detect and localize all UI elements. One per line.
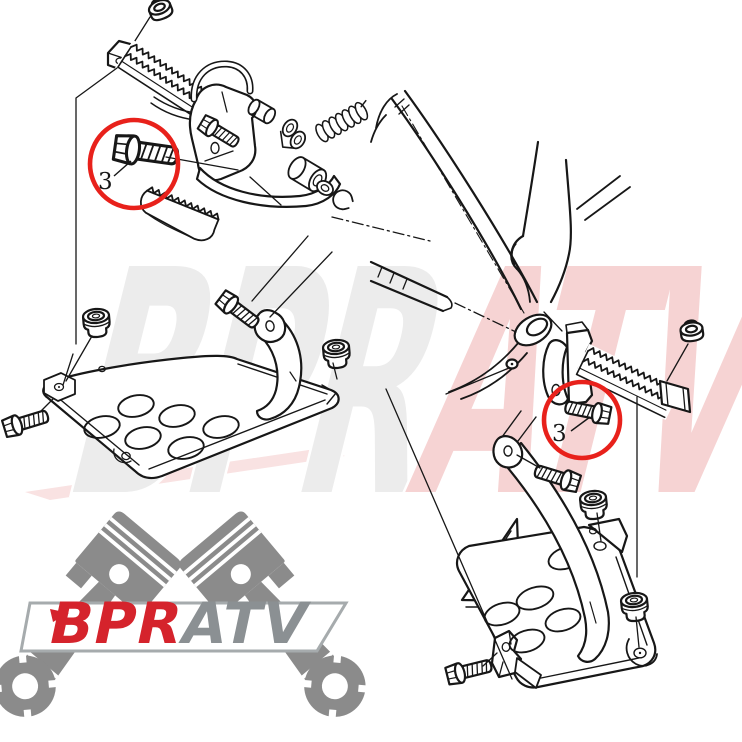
callout-front-bolt: 3 xyxy=(87,117,181,211)
leader-nut xyxy=(132,16,151,45)
part-number-label: 3 xyxy=(552,421,567,447)
ear-rear xyxy=(625,638,658,667)
pedal-arm xyxy=(195,166,342,208)
part-number-label: 3 xyxy=(98,169,113,195)
callout-circle xyxy=(87,117,181,211)
heat-shield-assembly-rear xyxy=(443,410,658,689)
collar-bushing xyxy=(247,98,277,125)
serrated-pad xyxy=(139,184,222,242)
flange-nut-top xyxy=(145,0,176,24)
footpeg-assembly-front xyxy=(106,0,369,242)
heat-shield-assembly-front xyxy=(0,288,352,480)
snap-ring xyxy=(332,189,354,211)
flange-bolt xyxy=(0,404,52,440)
logo-bpr: BPR xyxy=(43,590,189,657)
logo-banner xyxy=(19,601,349,653)
support-strap-front xyxy=(255,319,303,421)
exploded-diagram xyxy=(0,0,706,689)
leader-lines xyxy=(40,67,689,680)
rubber-damper xyxy=(81,306,112,340)
flange-bolt xyxy=(443,654,495,687)
bpratv-logo: BPRATV xyxy=(0,508,388,738)
watermark-swoosh xyxy=(25,448,345,500)
vent-holes-front xyxy=(83,394,240,460)
return-spring xyxy=(315,99,369,143)
corner-bracket xyxy=(490,629,523,679)
logo-text: BPRATV xyxy=(43,590,315,657)
logo-atv: ATV xyxy=(175,590,315,657)
callout-circle xyxy=(541,379,623,461)
washer xyxy=(316,180,334,196)
clevis-joint xyxy=(279,118,307,150)
logo-arrow-icon xyxy=(50,609,69,622)
callout-rear-bolt: 3 xyxy=(541,379,623,461)
atv-frame xyxy=(369,89,631,400)
